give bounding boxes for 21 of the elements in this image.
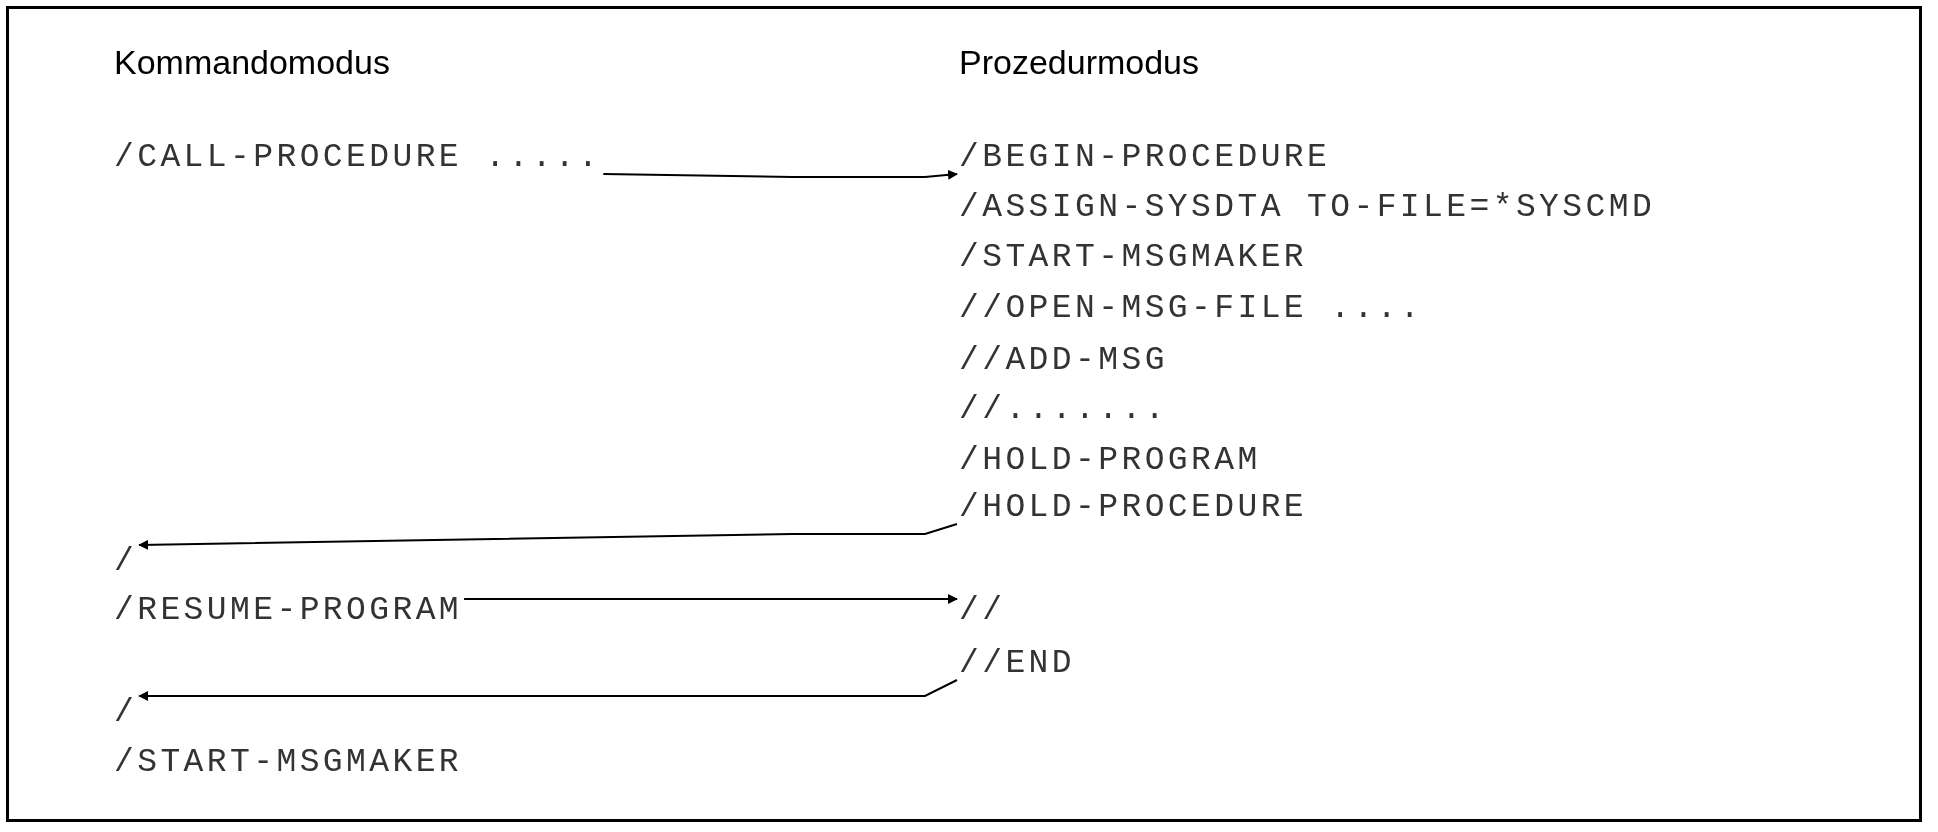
command-line: //ADD-MSG: [959, 341, 1168, 381]
command-line: /START-MSGMAKER: [959, 238, 1308, 278]
column-heading: Kommandomodus: [114, 42, 390, 82]
command-line: /CALL-PROCEDURE .....: [114, 138, 602, 178]
column-heading: Prozedurmodus: [959, 42, 1199, 82]
command-line: /BEGIN-PROCEDURE: [959, 138, 1331, 178]
command-line: /: [114, 693, 138, 733]
command-line: //.......: [959, 390, 1168, 430]
command-line: /: [114, 542, 138, 582]
command-line: //END: [959, 644, 1076, 684]
arrow: [602, 169, 958, 180]
command-line: /HOLD-PROGRAM: [959, 441, 1261, 481]
command-line: /START-MSGMAKER: [114, 743, 463, 783]
arrow: [138, 679, 958, 701]
command-line: //OPEN-MSG-FILE ....: [959, 289, 1424, 329]
command-line: //: [959, 591, 1006, 631]
command-line: /RESUME-PROGRAM: [114, 591, 463, 631]
arrow: [463, 594, 958, 604]
command-line: /ASSIGN-SYSDTA TO-FILE=*SYSCMD: [959, 188, 1656, 228]
command-line: /HOLD-PROCEDURE: [959, 488, 1308, 528]
arrow: [138, 523, 958, 550]
